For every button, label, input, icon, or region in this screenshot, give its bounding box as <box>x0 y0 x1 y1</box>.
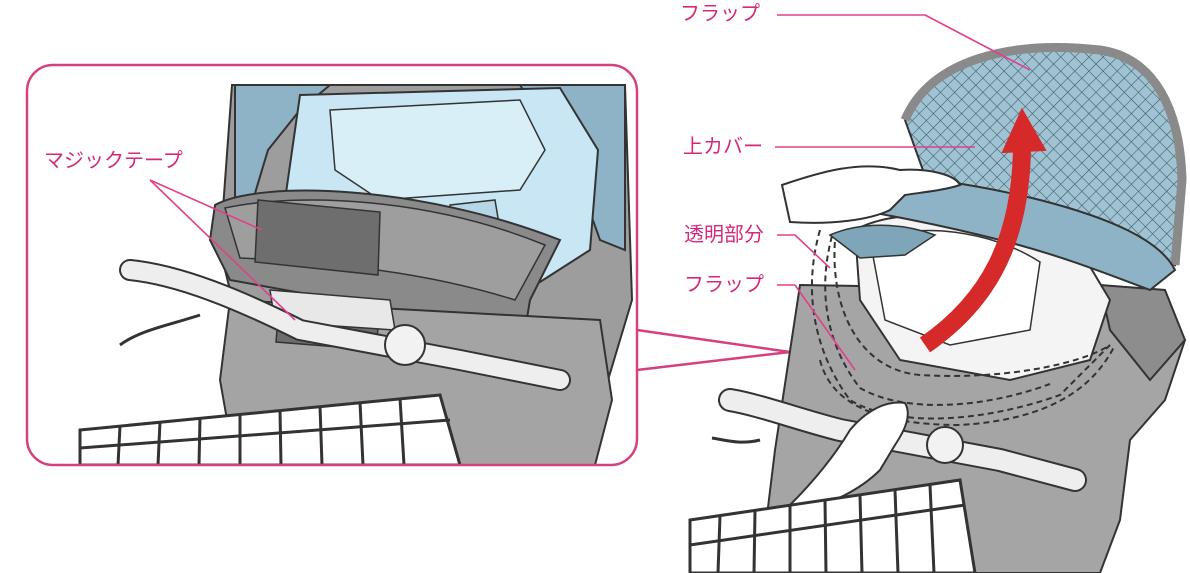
velcro-patch-upper <box>254 199 381 276</box>
hand-icon <box>780 165 962 224</box>
inset-border <box>25 63 639 467</box>
inset-connector <box>636 328 791 354</box>
label-magic-tape: マジックテープ <box>44 148 183 172</box>
label-transparent-part: 透明部分 <box>684 222 764 246</box>
curved-arrow-icon <box>919 149 1031 353</box>
inset-closeup <box>25 63 791 467</box>
label-flap-top: フラップ <box>680 1 760 25</box>
label-flap-lower: フラップ <box>684 272 764 296</box>
hand-lower-icon <box>788 401 909 512</box>
callout-lines <box>149 14 1031 371</box>
bell-icon <box>384 324 426 366</box>
label-upper-cover: 上カバー <box>683 134 763 158</box>
main-illustration <box>688 43 1187 573</box>
basket <box>78 393 462 465</box>
basket-main <box>688 478 977 573</box>
transparent-part-outline <box>810 229 1111 420</box>
bell-icon <box>926 426 964 464</box>
